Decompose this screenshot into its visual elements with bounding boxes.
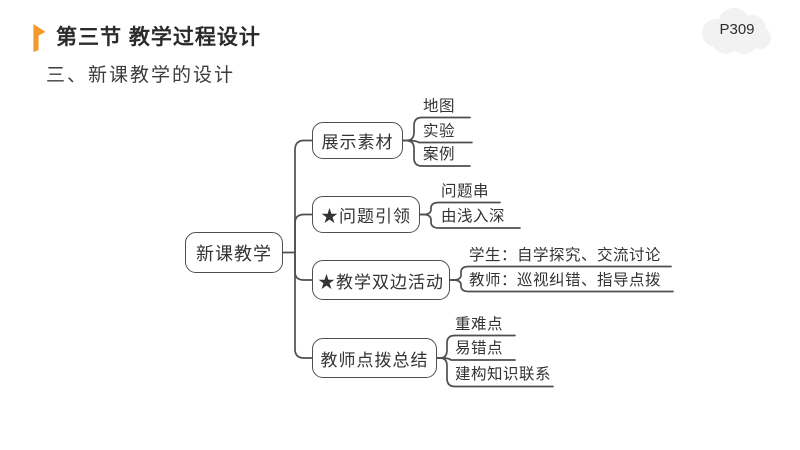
branch-node-label: 教师点拨总结 (320, 350, 429, 370)
branch-node-label: 展示素材 (321, 133, 394, 152)
branch-node-bilateral-activity: ★教学双边活动 (312, 260, 450, 300)
root-node: 新课教学 (185, 232, 283, 273)
leaf-connector (402, 139, 471, 167)
leaf-connector (449, 279, 674, 293)
branch-node-label: ★教学双边活动 (318, 272, 444, 292)
branch1-connector (294, 139, 313, 254)
branch-node-label: ★问题引领 (321, 207, 411, 226)
leaf-connector (436, 357, 516, 361)
leaf-connector (436, 357, 554, 388)
branch-node-questions: ★问题引领 (312, 196, 420, 233)
leaf-item: 教师：巡视纠错、指导点拨 (469, 272, 662, 289)
page-number: P309 (719, 21, 755, 38)
leaf-item: 问题串 (441, 183, 490, 200)
page-number-badge: P309 (694, 6, 780, 58)
leaf-item: 案例 (423, 146, 456, 163)
leaf-item: 地图 (423, 98, 456, 115)
leaf-connector (419, 213, 521, 229)
page-title: 第三节 教学过程设计 (56, 26, 261, 49)
branch3-connector (294, 251, 313, 281)
leaf-item: 实验 (423, 123, 456, 140)
branch-node-materials: 展示素材 (312, 122, 403, 159)
leaf-item: 重难点 (455, 316, 504, 333)
leaf-item: 由浅入深 (441, 208, 506, 225)
flag-icon (33, 24, 46, 52)
cloud-icon (702, 8, 771, 54)
root-node-label: 新课教学 (196, 243, 272, 264)
branch4-connector (294, 251, 313, 359)
leaf-item: 建构知识联系 (455, 366, 552, 383)
branch-node-teacher-summary: 教师点拨总结 (312, 338, 437, 378)
leaf-item: 易错点 (455, 340, 504, 357)
page-subtitle: 三、新课教学的设计 (46, 65, 236, 86)
leaf-item: 学生：自学探究、交流讨论 (469, 247, 662, 264)
branch2-connector (294, 213, 313, 254)
